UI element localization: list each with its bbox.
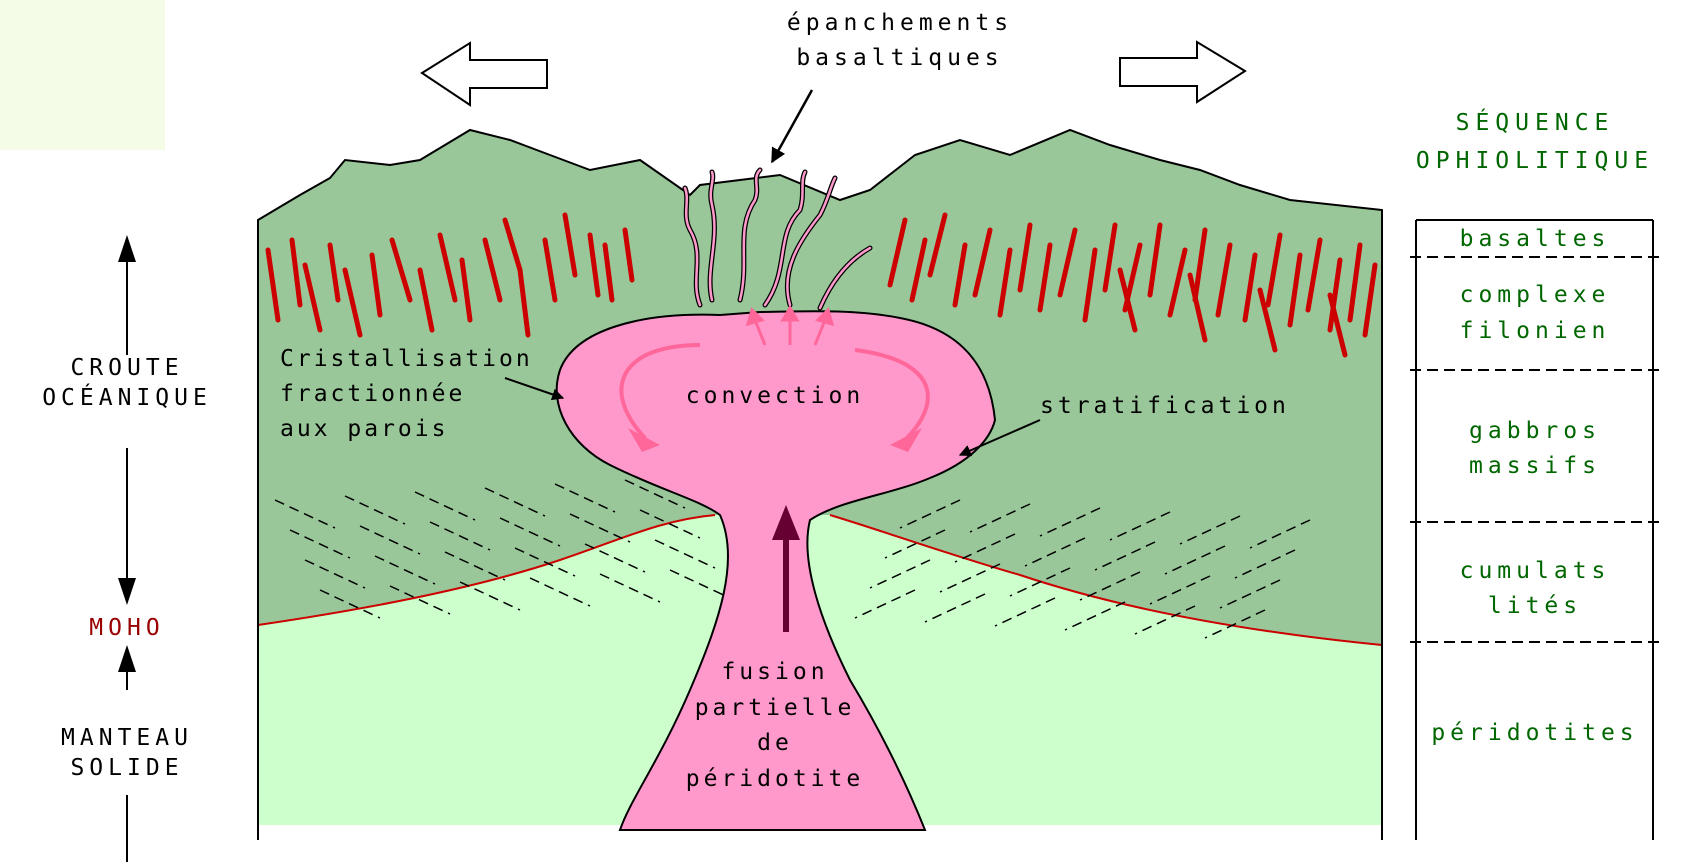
fusion-label-2: partielle xyxy=(695,695,856,721)
mantle-arrow-up-icon xyxy=(118,645,136,672)
arrow-right-icon xyxy=(1120,42,1245,102)
layer-gabbros-1: gabbros xyxy=(1469,418,1601,444)
cristallisation-label-3: aux parois xyxy=(280,416,448,442)
fusion-label-1: fusion xyxy=(721,659,828,685)
arrow-up-icon xyxy=(118,235,136,262)
layer-basaltes: basaltes xyxy=(1460,226,1611,252)
convection-label: convection xyxy=(686,383,864,409)
crust-label-2: OCÉANIQUE xyxy=(42,383,212,411)
arrow-left-icon xyxy=(422,43,547,105)
mantle-label-1: MANTEAU xyxy=(61,725,193,751)
layer-gabbros-2: massifs xyxy=(1469,453,1601,479)
stratification-label: stratification xyxy=(1040,393,1290,419)
layer-cumulats-1: cumulats xyxy=(1460,558,1611,584)
corner-wash xyxy=(0,0,165,150)
layer-cumulats-2: lités xyxy=(1488,593,1582,619)
epanchements-label-2: basaltiques xyxy=(796,45,1003,71)
layer-complexe-2: filonien xyxy=(1460,318,1611,344)
cristallisation-label-1: Cristallisation xyxy=(280,346,533,372)
layer-complexe-1: complexe xyxy=(1460,282,1611,308)
crust-label-1: CROUTE xyxy=(70,355,183,381)
pointer-epanchements xyxy=(772,90,812,162)
arrow-down-icon xyxy=(118,578,136,605)
moho-label: MOHO xyxy=(89,615,164,641)
cristallisation-label-2: fractionnée xyxy=(280,381,465,407)
sequence-column xyxy=(1410,220,1660,840)
layer-peridotites: péridotites xyxy=(1431,720,1638,746)
sequence-title-1: SÉQUENCE xyxy=(1456,108,1615,136)
epanchements-label-1: épanchements xyxy=(787,10,1013,36)
fusion-label-4: péridotite xyxy=(686,766,864,792)
fusion-label-3: de xyxy=(757,730,793,756)
mantle-label-2: SOLIDE xyxy=(70,755,183,781)
sequence-title-2: OPHIOLITIQUE xyxy=(1416,148,1654,174)
